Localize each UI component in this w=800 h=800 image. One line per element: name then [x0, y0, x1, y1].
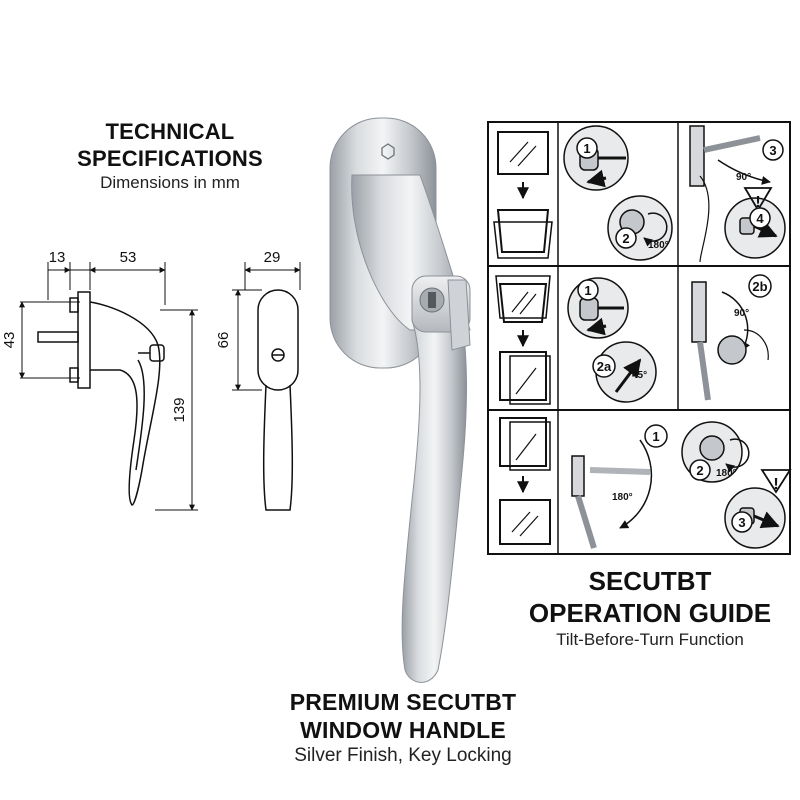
front-view-drawing: [232, 262, 301, 511]
side-view-drawing: [19, 262, 198, 511]
row2-window-icons: [495, 275, 551, 405]
angle-180b-label: 180°: [612, 492, 633, 503]
dim-13: 13: [49, 249, 66, 266]
row3-details: [571, 439, 653, 549]
step-2c-label: 2: [696, 463, 703, 478]
angle-90b-label: 90°: [734, 308, 749, 319]
product-title-line2: WINDOW HANDLE: [300, 717, 506, 743]
row3-step-badges: 1 180° 2 180° ! 3: [612, 424, 779, 533]
dim-53: 53: [120, 249, 137, 266]
dim-43: 43: [1, 332, 18, 349]
warning-label-2: !: [773, 476, 778, 493]
step-2-label: 2: [622, 231, 629, 246]
tech-title-line1: TECHNICAL: [105, 119, 235, 144]
row1-window-icons: [493, 131, 553, 259]
step-1-label: 1: [583, 141, 590, 156]
angle-45-label: 45°: [632, 370, 647, 381]
dimension-labels: 13 53 29 43 66 139: [1, 249, 280, 423]
row3-window-icons: [499, 417, 551, 545]
product-title-line1: PREMIUM SECUTBT: [289, 689, 517, 715]
row1-step-badges: 1 2 180° 3 90° ! 4: [576, 137, 784, 251]
step-2b-label: 2b: [752, 279, 767, 294]
row2-details: [579, 281, 769, 401]
operation-guide-heading: SECUTBT OPERATION GUIDE Tilt-Before-Turn…: [500, 565, 800, 651]
product-heading: PREMIUM SECUTBT WINDOW HANDLE Silver Fin…: [238, 688, 568, 768]
tech-title-line2: SPECIFICATIONS: [77, 146, 263, 171]
step-2a-label: 2a: [597, 359, 612, 374]
dim-29: 29: [264, 249, 281, 266]
step-1b-label: 1: [584, 283, 591, 298]
dim-139: 139: [171, 397, 188, 422]
tech-subtitle: Dimensions in mm: [100, 173, 240, 192]
angle-90-label: 90°: [736, 172, 751, 183]
dim-66: 66: [215, 332, 232, 349]
technical-specs-heading: TECHNICAL SPECIFICATIONS Dimensions in m…: [40, 118, 300, 194]
window-handle-photo: [329, 117, 471, 683]
step-3c-label: 3: [738, 515, 745, 530]
angle-180-label: 180°: [648, 240, 669, 251]
step-1c-label: 1: [652, 429, 659, 444]
step-3-label: 3: [769, 143, 776, 158]
warning-label: !: [755, 194, 760, 211]
row2-step-badges: 1 2a 45° 2b 90°: [577, 274, 772, 381]
product-subtitle: Silver Finish, Key Locking: [294, 745, 512, 766]
guide-title-line2: OPERATION GUIDE: [528, 598, 772, 628]
step-4-label: 4: [756, 211, 764, 226]
operation-guide-panel: 1 2 180° 3 90° ! 4: [487, 121, 792, 555]
guide-title-line1: SECUTBT: [588, 566, 712, 596]
guide-subtitle: Tilt-Before-Turn Function: [556, 630, 744, 649]
angle-180c-label: 180°: [716, 468, 737, 479]
